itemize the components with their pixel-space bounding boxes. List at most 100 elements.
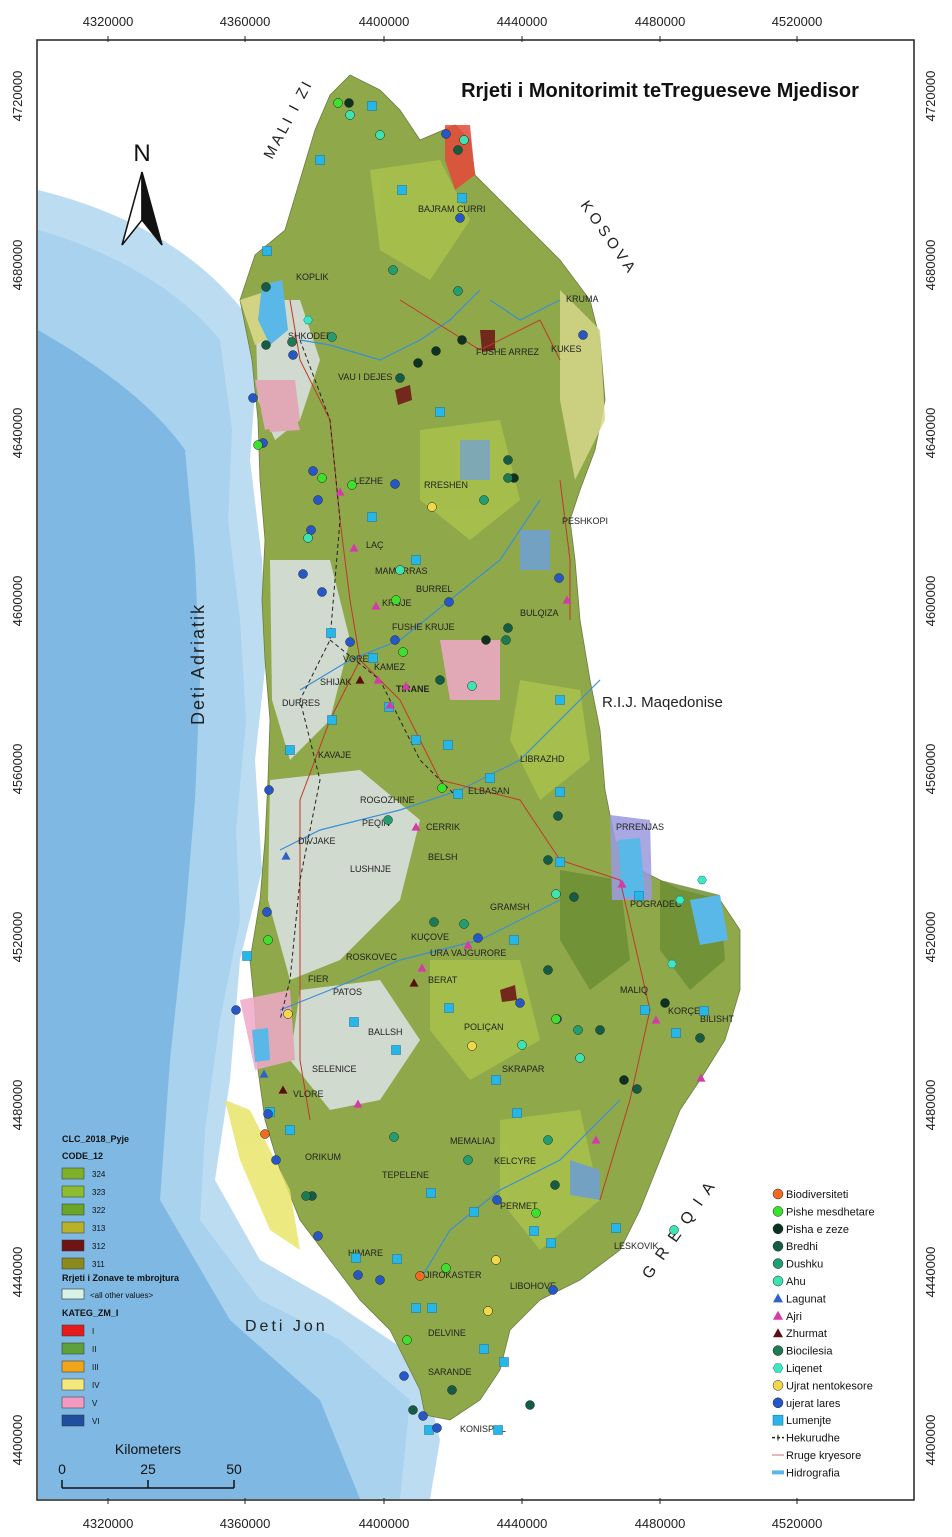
legend-land-cover: CLC_2018_Pyje CODE_12 324323322313312311… — [61, 1134, 180, 1427]
monitoring-point — [349, 543, 359, 552]
monitoring-point — [303, 315, 313, 325]
monitoring-point — [285, 1125, 295, 1135]
lake-shkoder — [258, 280, 288, 345]
monitoring-point — [493, 1425, 503, 1435]
city-label: BURREL — [416, 584, 453, 594]
monitoring-point — [453, 789, 463, 799]
monitoring-point — [437, 783, 447, 793]
y-tick-right: 4400000 — [923, 1415, 938, 1466]
monitoring-point — [441, 129, 451, 139]
monitoring-point — [398, 647, 408, 657]
monitoring-point — [385, 700, 395, 709]
y-tick-left: 4600000 — [10, 576, 25, 627]
legend-layer1: CLC_2018_Pyje — [62, 1134, 129, 1144]
monitoring-point — [264, 785, 274, 795]
city-label: GJIROKASTER — [418, 1270, 482, 1280]
label-deti-jon: Deti Jon — [245, 1318, 328, 1335]
legend-clc-code: 323 — [92, 1188, 106, 1197]
legend-swatch — [61, 1378, 85, 1391]
monitoring-point — [418, 1411, 428, 1421]
city-label: ORIKUM — [305, 1152, 341, 1162]
y-tick-left: 4520000 — [10, 912, 25, 963]
city-label: PERMET — [500, 1201, 538, 1211]
legend-layer2: Rrjeti i Zonave te mbrojtura — [62, 1273, 180, 1283]
city-label: DIVJAKE — [298, 836, 336, 846]
scalebar: Kilometers 0 25 50 — [58, 1441, 242, 1489]
scalebar-tick-25: 25 — [140, 1461, 156, 1477]
monitoring-point — [491, 1075, 501, 1085]
monitoring-point — [459, 919, 469, 929]
legend-item-label: Hekurudhe — [786, 1433, 840, 1445]
y-axis-left: 4720000468000046400004600000456000045200… — [10, 71, 25, 1466]
city-label: KORÇE — [668, 1006, 700, 1016]
monitoring-point — [353, 1099, 363, 1108]
x-tick-top: 4320000 — [83, 14, 134, 29]
legend-swatch — [61, 1396, 85, 1409]
monitoring-point — [287, 337, 297, 347]
legend-zm-code: V — [92, 1399, 98, 1408]
legend-layer3: KATEG_ZM_I — [62, 1308, 118, 1318]
y-tick-right: 4600000 — [923, 576, 938, 627]
y-tick-right: 4520000 — [923, 912, 938, 963]
scalebar-unit: Kilometers — [115, 1441, 181, 1457]
monitoring-point — [555, 857, 565, 867]
monitoring-point — [278, 1085, 288, 1094]
monitoring-point — [395, 565, 405, 575]
monitoring-point — [554, 573, 564, 583]
monitoring-points — [231, 98, 709, 1435]
city-label: LIBOHOVE — [510, 1281, 556, 1291]
city-label: LEZHE — [354, 476, 383, 486]
monitoring-point — [242, 951, 252, 961]
legend-item-label: ujerat lares — [786, 1398, 841, 1410]
monitoring-point — [543, 965, 553, 975]
monitoring-point — [424, 1425, 434, 1435]
legend-swatch — [61, 1185, 85, 1198]
monitoring-point — [402, 1335, 412, 1345]
north-arrow: N — [121, 140, 163, 246]
city-label: BILISHT — [700, 1014, 735, 1024]
monitoring-point — [283, 1009, 293, 1019]
monitoring-point — [327, 332, 337, 342]
monitoring-point — [285, 745, 295, 755]
monitoring-point — [313, 1231, 323, 1241]
x-tick-top: 4520000 — [772, 14, 823, 29]
monitoring-point — [395, 373, 405, 383]
monitoring-point — [392, 1254, 402, 1264]
monitoring-point — [503, 623, 513, 633]
monitoring-point — [515, 998, 525, 1008]
monitoring-point — [313, 495, 323, 505]
monitoring-point — [260, 1129, 270, 1139]
monitoring-point — [271, 1155, 281, 1165]
monitoring-point — [426, 1188, 436, 1198]
monitoring-point — [697, 875, 707, 885]
legend-layer2-swatch — [61, 1288, 85, 1300]
legend-layer2-all: <all other values> — [90, 1291, 153, 1300]
monitoring-point — [231, 1005, 241, 1015]
label-deti-adriatik: Deti Adriatik — [188, 603, 208, 725]
monitoring-point — [651, 1015, 661, 1024]
legend-item-label: Ajri — [786, 1311, 802, 1323]
city-label: SHKODER — [288, 331, 333, 341]
legend-clc-code: 312 — [92, 1242, 106, 1251]
monitoring-point — [367, 101, 377, 111]
legend-item-label: Biodiversiteti — [786, 1189, 848, 1201]
monitoring-point — [431, 346, 441, 356]
city-label: BELSH — [428, 852, 458, 862]
city-label: FUSHE ARREZ — [476, 347, 540, 357]
monitoring-point — [632, 1084, 642, 1094]
city-label: VLORE — [293, 1089, 324, 1099]
city-label: VORE — [343, 654, 369, 664]
monitoring-point — [427, 502, 437, 512]
monitoring-point — [562, 595, 572, 604]
city-label: KELCYRE — [494, 1156, 536, 1166]
city-label: KRUMA — [566, 294, 599, 304]
scalebar-tick-0: 0 — [58, 1461, 66, 1477]
monitoring-point — [660, 998, 670, 1008]
city-label: MALIQ — [620, 985, 648, 995]
city-label: KUÇOVE — [411, 932, 449, 942]
monitoring-point — [548, 1285, 558, 1295]
city-label: POLIÇAN — [464, 1022, 504, 1032]
monitoring-point — [467, 1041, 477, 1051]
monitoring-point — [503, 473, 513, 483]
monitoring-point — [373, 675, 383, 684]
